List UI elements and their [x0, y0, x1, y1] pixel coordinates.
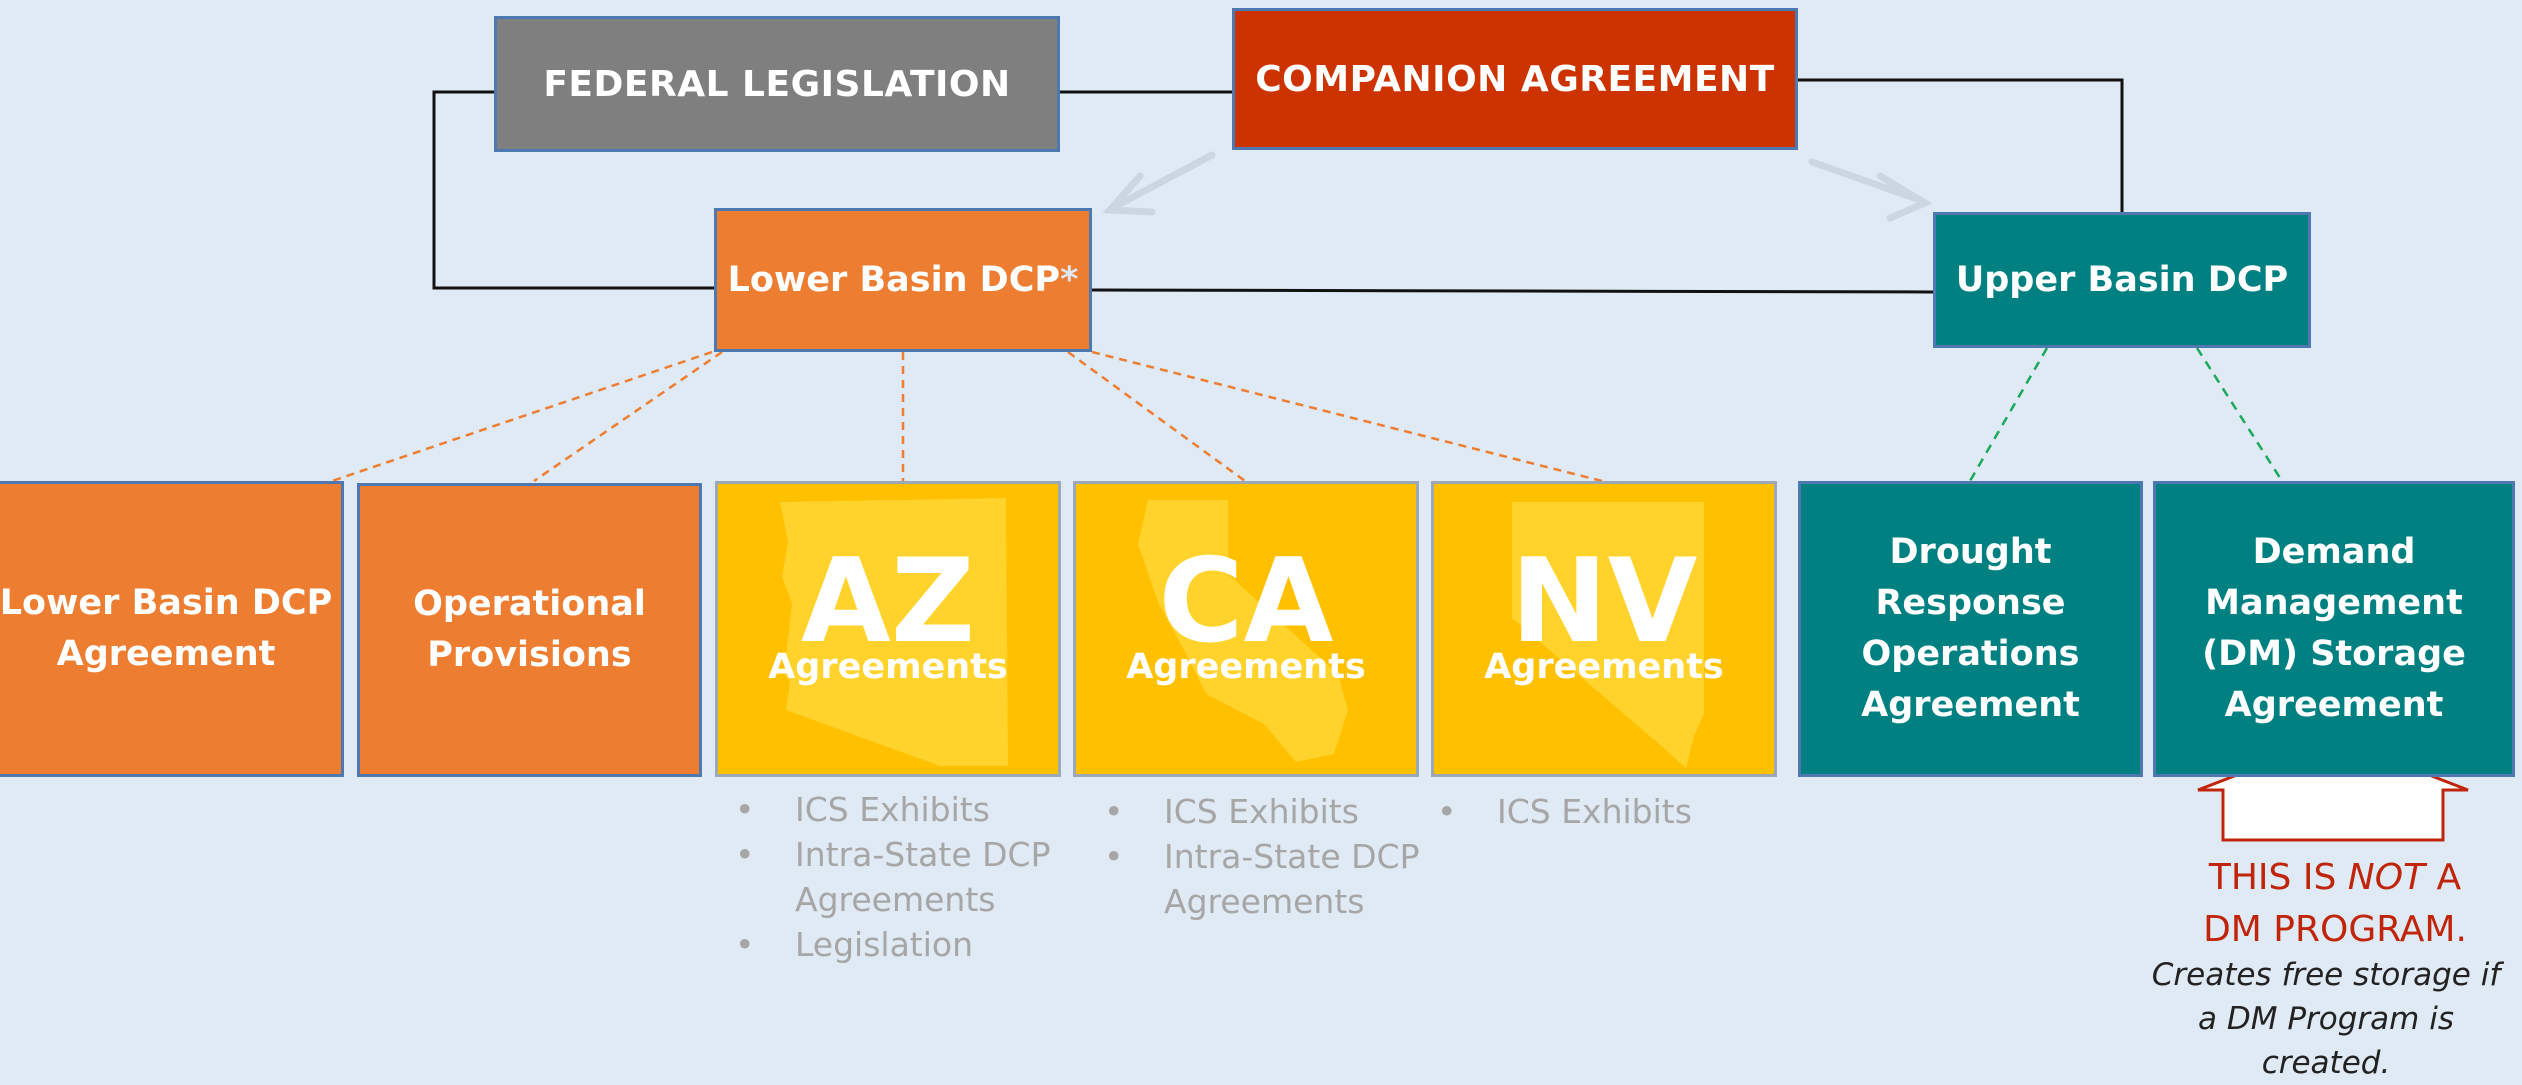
operational-provisions-box: Operational Provisions	[357, 483, 702, 777]
list-item: ICS Exhibits	[1437, 789, 1767, 834]
list-item: Intra-State DCP Agreements	[1104, 834, 1434, 924]
connector-lower-to-upper-basin	[1091, 288, 1934, 294]
connector-layer	[331, 78, 2469, 842]
lower-basin-dcp-label: Lower Basin DCP	[727, 260, 1061, 300]
lower-basin-dcp-box: Lower Basin DCP*	[714, 208, 1092, 352]
drought-line-2: Response	[1875, 583, 2066, 623]
note-line1-post: A	[2425, 857, 2462, 898]
drought-response-box: Drought Response Operations Agreement	[1798, 481, 2143, 777]
az-code: AZ	[801, 534, 975, 669]
dm-line-2: Management	[2205, 583, 2463, 623]
lb-agreement-line-2: Agreement	[56, 634, 276, 674]
upper-basin-dcp-label: Upper Basin DCP	[1955, 260, 2289, 300]
lower-basin-asterisk: *	[1060, 260, 1079, 300]
nevada-map-icon	[1512, 502, 1704, 768]
arrow-companion-to-lower-basin	[1102, 151, 1216, 216]
ca-agreements-box: CA Agreements	[1073, 481, 1419, 777]
companion-agreement-label: COMPANION AGREEMENT	[1255, 58, 1775, 100]
operational-line-2: Provisions	[427, 635, 632, 675]
federal-legislation-box: FEDERAL LEGISLATION	[494, 16, 1060, 152]
az-bullet-list: ICS Exhibits Intra-State DCP Agreements …	[735, 787, 1065, 967]
note-line2: DM PROGRAM.	[2203, 909, 2467, 950]
dm-line-1: Demand	[2252, 532, 2416, 572]
list-item: ICS Exhibits	[735, 787, 1065, 832]
connector-federal-to-lower-basin	[432, 90, 714, 290]
nv-sub: Agreements	[1484, 647, 1724, 687]
nv-agreements-box: NV Agreements	[1431, 481, 1777, 777]
california-map-icon	[1138, 500, 1348, 762]
connector-companion-to-upper-basin	[1798, 78, 2124, 212]
lb-agreement-line-1: Lower Basin DCP	[0, 583, 333, 623]
drought-line-3: Operations	[1861, 634, 2080, 674]
dm-line-3: (DM) Storage	[2202, 634, 2466, 674]
drought-line-4: Agreement	[1861, 685, 2080, 725]
drought-line-1: Drought	[1889, 532, 2052, 572]
federal-legislation-label: FEDERAL LEGISLATION	[543, 63, 1011, 105]
not-dm-program-note: THIS IS NOT A DM PROGRAM.	[2160, 852, 2510, 956]
note-italic-1: Creates free storage if	[2151, 957, 2501, 993]
dashed-connectors-lower-basin	[331, 350, 1603, 483]
note-italic-2: a DM Program is created.	[2198, 1001, 2454, 1081]
dashed-connectors-upper-basin	[1968, 347, 2284, 482]
nv-bullet-list: ICS Exhibits	[1437, 789, 1767, 834]
note-line1-em: NOT	[2347, 857, 2426, 898]
arizona-map-icon	[780, 498, 1008, 766]
az-sub: Agreements	[768, 647, 1008, 687]
dm-line-4: Agreement	[2224, 685, 2444, 725]
lower-basin-dcp-agreement-box: Lower Basin DCP Agreement	[0, 481, 344, 777]
up-arrow-icon	[2197, 736, 2469, 842]
list-item: ICS Exhibits	[1104, 789, 1434, 834]
operational-line-1: Operational	[413, 584, 646, 624]
ca-bullet-list: ICS Exhibits Intra-State DCP Agreements	[1104, 789, 1434, 924]
ca-sub: Agreements	[1126, 647, 1366, 687]
note-line1-pre: THIS IS	[2208, 857, 2348, 898]
list-item: Legislation	[735, 922, 1065, 967]
companion-agreement-box: COMPANION AGREEMENT	[1232, 8, 1798, 150]
az-agreements-box: AZ Agreements	[715, 481, 1061, 777]
ca-code: CA	[1158, 534, 1334, 669]
nv-code: NV	[1510, 534, 1698, 669]
list-item: Intra-State DCP Agreements	[735, 832, 1065, 922]
upper-basin-dcp-box: Upper Basin DCP	[1933, 212, 2311, 348]
free-storage-note: Creates free storage if a DM Program is …	[2130, 953, 2522, 1085]
arrow-companion-to-upper-basin	[1808, 158, 1933, 222]
dm-storage-box: Demand Management (DM) Storage Agreement	[2153, 481, 2515, 777]
